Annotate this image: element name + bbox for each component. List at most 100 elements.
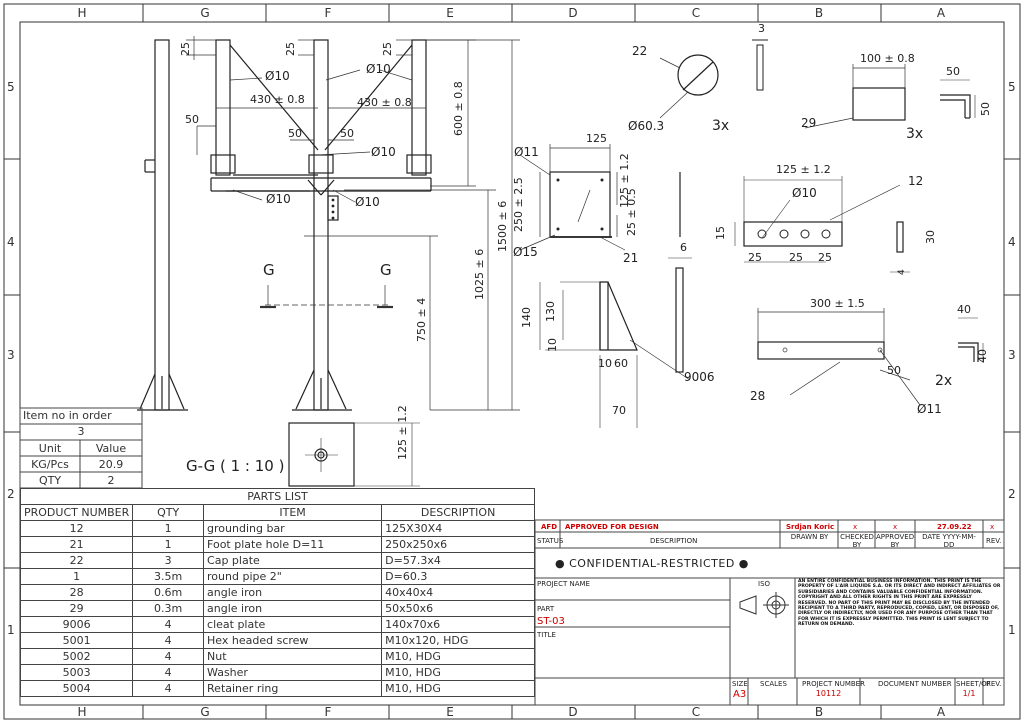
part-number-label: 28 <box>750 389 766 403</box>
dimension-label: Ø15 <box>513 245 538 259</box>
parts-list-table: PARTS LIST PRODUCT NUMBER QTY ITEM DESCR… <box>19 488 535 697</box>
confidential-banner: ● CONFIDENTIAL-RESTRICTED ● <box>555 557 749 570</box>
zone-letter: D <box>568 6 578 20</box>
dimension-label: Ø60.3 <box>628 119 665 133</box>
dimension-label: 25 <box>284 42 297 56</box>
item-cell: round pipe 2" <box>203 568 383 585</box>
dimension-label: Ø10 <box>265 69 290 83</box>
zone-letter: G <box>200 6 210 20</box>
dimension-label: 50 <box>288 127 302 140</box>
description-cell: M10, HDG <box>381 648 535 665</box>
dimension-label: 40 <box>957 303 971 316</box>
project-number-value: 10112 <box>815 689 842 698</box>
approved-by-value: x <box>893 523 898 531</box>
zone-number: 2 <box>7 487 15 501</box>
dimension-label: 430 ± 0.8 <box>250 93 305 106</box>
dimension-label: Ø11 <box>917 402 942 416</box>
zone-letter: B <box>814 6 824 20</box>
dimension-label: Ø10 <box>355 195 380 209</box>
zone-letter: E <box>446 6 454 20</box>
dimension-label: 25 <box>381 42 394 56</box>
qty-cell: 4 <box>132 616 205 633</box>
dimension-label: 60 <box>614 357 628 370</box>
product-number-cell: 5002 <box>19 648 134 665</box>
dimension-label: 25 <box>789 251 803 264</box>
dimension-label: 750 ± 4 <box>415 297 428 342</box>
zone-number: 2 <box>1008 487 1016 501</box>
product-number-cell: 9006 <box>19 616 134 633</box>
qty-cell: 4 <box>132 680 205 697</box>
zone-letter: H <box>77 6 87 20</box>
value-header: Value <box>95 442 127 455</box>
drawn-by-value: Srdjan Koric <box>786 523 835 531</box>
zone-number: 1 <box>1008 623 1016 637</box>
status-text: APPROVED FOR DESIGN <box>565 523 659 531</box>
dimension-label: 50 <box>340 127 354 140</box>
part-number-label: 22 <box>632 44 648 58</box>
rev-value: x <box>990 523 995 531</box>
dimension-label: 140 <box>520 307 533 328</box>
dimension-label: 25 <box>748 251 762 264</box>
item-cell: Foot plate hole D=11 <box>203 536 383 553</box>
dimension-label: 40 <box>976 349 989 363</box>
item-cell: angle iron <box>203 584 383 601</box>
unit-cell: QTY <box>38 474 62 487</box>
dimension-label: 25 ± 0.5 <box>625 188 638 236</box>
size-label: SIZE <box>732 680 748 688</box>
dimension-label: 130 <box>544 301 557 322</box>
section-mark: G <box>263 261 275 279</box>
description-cell: 50x50x6 <box>381 600 535 617</box>
part-number-label: 29 <box>801 116 817 130</box>
item-cell: Cap plate <box>203 552 383 569</box>
qty-cell: 3.5m <box>132 568 205 585</box>
dimension-label: 25 <box>818 251 832 264</box>
column-header: ITEM <box>203 504 383 521</box>
description-label: DESCRIPTION <box>650 537 698 545</box>
item-no-label: Item no in order <box>23 409 112 422</box>
value-cell: 2 <box>107 474 115 487</box>
date-label: DATE YYYY-MM-DD <box>922 533 976 549</box>
item-cell: angle iron <box>203 600 383 617</box>
zone-letter: G <box>200 705 210 719</box>
dimension-label: 1025 ± 6 <box>473 248 486 300</box>
date-value: 27.09.22 <box>937 523 972 531</box>
unit-header: Unit <box>38 442 62 455</box>
project-name-label: PROJECT NAME <box>537 580 590 588</box>
column-header: DESCRIPTION <box>381 504 535 521</box>
quantity-label: 3x <box>906 126 924 142</box>
zone-letter: C <box>691 705 701 719</box>
qty-cell: 3 <box>132 552 205 569</box>
qty-cell: 4 <box>132 632 205 649</box>
description-cell: D=57.3x4 <box>381 552 535 569</box>
zone-letter: C <box>691 6 701 20</box>
zone-letter: H <box>77 705 87 719</box>
dimension-label: 4 <box>897 269 907 275</box>
quantity-label: 2x <box>935 373 953 389</box>
dimension-label: Ø10 <box>371 145 396 159</box>
qty-cell: 4 <box>132 648 205 665</box>
dimension-label: 70 <box>612 404 626 417</box>
value-cell: 20.9 <box>98 458 124 471</box>
column-header: PRODUCT NUMBER <box>19 504 134 521</box>
zone-letter: D <box>568 705 578 719</box>
unit-cell: KG/Pcs <box>31 458 69 471</box>
description-cell: M10x120, HDG <box>381 632 535 649</box>
zone-number: 3 <box>7 348 15 362</box>
product-number-cell: 5004 <box>19 680 134 697</box>
size-value: A3 <box>733 689 747 700</box>
dimension-label: 250 ± 2.5 <box>512 177 525 232</box>
section-mark: G <box>380 261 392 279</box>
dimension-label: 30 <box>924 230 937 244</box>
zone-letter: B <box>814 705 824 719</box>
product-number-cell: 21 <box>19 536 134 553</box>
